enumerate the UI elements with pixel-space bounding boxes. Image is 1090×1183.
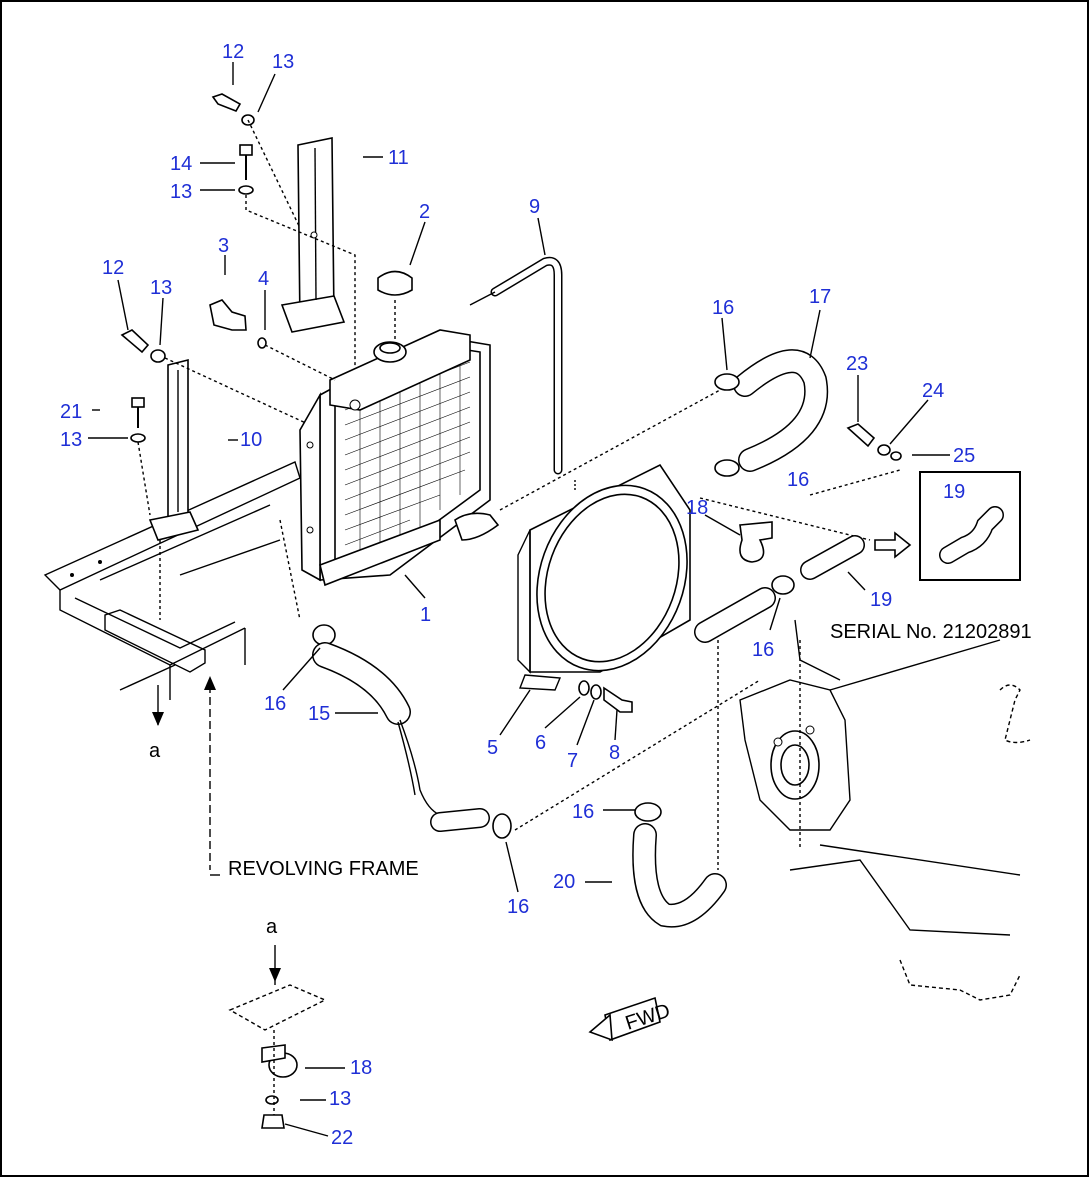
callout-10: 10: [240, 429, 262, 451]
callout-9: 9: [529, 196, 540, 218]
callout-24: 24: [922, 380, 944, 402]
fan-shroud: [517, 463, 691, 691]
callout-13-bottom: 13: [329, 1088, 351, 1110]
callout-15: 15: [308, 703, 330, 725]
callout-12-top: 12: [222, 41, 244, 63]
callout-5: 5: [487, 737, 498, 759]
callout-3: 3: [218, 235, 229, 257]
callout-25: 25: [953, 445, 975, 467]
callout-13-top: 13: [272, 51, 294, 73]
callout-19: 19: [870, 589, 892, 611]
callout-7: 7: [567, 750, 578, 772]
serial-inset: [919, 471, 1021, 581]
callout-14: 14: [170, 153, 192, 175]
hose-19: [800, 531, 912, 580]
callout-11: 11: [388, 147, 409, 169]
leader-lines: [88, 62, 950, 1137]
revolving-frame-plate: [43, 461, 301, 700]
bolt-12-lower: [120, 329, 311, 426]
bolt-23: [809, 423, 902, 496]
upper-hose: [499, 349, 871, 541]
view-a-label-top: a: [149, 740, 161, 762]
fwd-label: FWD: [623, 1000, 673, 1035]
callout-2: 2: [419, 201, 430, 223]
view-a-detail: [228, 945, 327, 1129]
view-a-label-bottom: a: [266, 916, 278, 938]
serial-label: SERIAL No. 21202891: [830, 621, 1032, 643]
bolt-12-top: [211, 93, 301, 229]
hose-lower-right: [694, 575, 795, 643]
callout-19-inset: 19: [943, 481, 965, 503]
callout-21: 21: [60, 401, 82, 423]
callout-13-left: 13: [60, 429, 82, 451]
radiator: [299, 329, 500, 587]
callout-6: 6: [535, 732, 546, 754]
lower-hose: [279, 519, 761, 839]
callout-16-right: 16: [752, 639, 774, 661]
bracket-10: [148, 358, 200, 620]
callout-16-mid: 16: [787, 469, 809, 491]
callout-13-mid: 13: [150, 277, 172, 299]
callout-12-lower: 12: [102, 257, 124, 279]
callout-17: 17: [809, 286, 831, 308]
callout-4: 4: [258, 268, 269, 290]
revolving-frame-label: REVOLVING FRAME: [228, 858, 419, 880]
bolt-21: [130, 397, 151, 516]
callout-numbers: 12 13 14 13 11 2 9 3 4 12 13 21 13 10 1 …: [60, 41, 1032, 1149]
callout-18-lower: 18: [350, 1057, 372, 1079]
callout-18-upper: 18: [686, 497, 708, 519]
bolt-14: [238, 144, 356, 370]
engine: [739, 619, 1031, 1001]
callout-20: 20: [553, 871, 575, 893]
view-a-arrow: [152, 676, 220, 876]
hose-20: [632, 640, 727, 928]
callout-16-lower: 16: [507, 896, 529, 918]
callout-1: 1: [420, 604, 431, 626]
callout-13-upper: 13: [170, 181, 192, 203]
callout-16-bottom: 16: [572, 801, 594, 823]
callout-23: 23: [846, 353, 868, 375]
bracket-11: [280, 137, 346, 333]
shroud-bolt: [578, 680, 633, 713]
drain-plug: [209, 299, 336, 381]
overflow-hose: [469, 256, 576, 492]
clip-18: [739, 521, 773, 563]
fwd-arrow: FWD: [588, 996, 673, 1042]
callout-16-upper: 16: [712, 297, 734, 319]
radiator-cap: [377, 270, 413, 340]
callout-8: 8: [609, 742, 620, 764]
callout-16-left: 16: [264, 693, 286, 715]
callout-22: 22: [331, 1127, 353, 1149]
